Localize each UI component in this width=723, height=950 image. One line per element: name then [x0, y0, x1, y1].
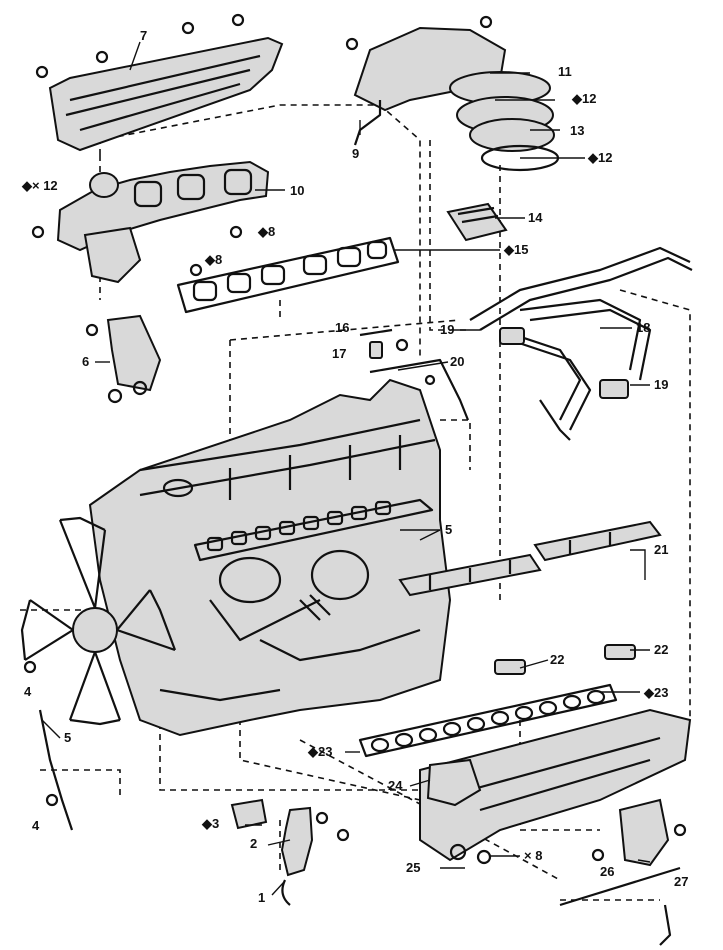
callout-12b: ◆12	[587, 150, 612, 165]
fuel-rail-parts-16-20	[359, 328, 470, 421]
callout-22b: 22	[654, 642, 668, 657]
injection-lines-part-18	[469, 246, 693, 441]
callout-14: 14	[528, 210, 543, 225]
callout-20: 20	[450, 354, 464, 369]
callout-3: ◆3	[201, 816, 219, 831]
callout-11: 11	[558, 64, 572, 79]
intake-elbow-parts-11-13	[345, 15, 560, 172]
callout-26: 26	[600, 864, 614, 879]
callout-7: 7	[140, 28, 147, 43]
cylinder-head-ports	[206, 500, 392, 552]
water-outlet-parts-1-5	[23, 660, 350, 906]
throttle-linkage-parts-24-27	[426, 758, 687, 946]
heat-shield-part-7	[35, 13, 284, 152]
callout-16: 16	[335, 320, 349, 335]
callout-27: 27	[674, 874, 688, 889]
intake-manifold-part-23	[358, 644, 692, 862]
callout-4b: 4	[32, 818, 40, 833]
callout-17: 17	[332, 346, 346, 361]
callout-23a: ◆23	[643, 685, 668, 700]
clip-part-14	[446, 202, 508, 242]
callout-15: ◆15	[503, 242, 528, 257]
callout-22a: 22	[550, 652, 564, 667]
gasket-port-ring	[370, 689, 606, 753]
callout-10: 10	[290, 183, 304, 198]
callout-13: 13	[570, 123, 584, 138]
bracket-part-6	[85, 314, 162, 404]
callout-19b: 19	[654, 377, 668, 392]
callout-leaders	[41, 41, 651, 896]
callout-12-x12: ◆× 12	[21, 178, 58, 193]
callout-1: 1	[258, 890, 265, 905]
callout-6: 6	[82, 354, 89, 369]
callout-8b: ◆8	[204, 252, 222, 267]
callout-5b: 5	[64, 730, 71, 745]
callout-5a: 5	[445, 522, 452, 537]
callout-21: 21	[654, 542, 668, 557]
cooling-fan	[20, 516, 177, 726]
callout-23b: ◆23	[307, 744, 332, 759]
exhaust-manifold-part-10	[31, 160, 270, 284]
callout-25: 25	[406, 860, 420, 875]
callout-24: 24	[388, 778, 403, 793]
callout-8a: ◆8	[257, 224, 275, 239]
callout-18: 18	[636, 320, 650, 335]
manifold-gasket-part-15	[176, 236, 400, 314]
callout-labels: 7 10 ◆× 12 11 ◆12 13 ◆12 9 14 ◆8 ◆8 ◆15 …	[21, 28, 688, 905]
callout-4a: 4	[24, 684, 32, 699]
engine-block	[88, 378, 452, 737]
callout-9: 9	[352, 146, 359, 161]
callout-2: 2	[250, 836, 257, 851]
callout-12a: ◆12	[571, 91, 596, 106]
rail-covers-part-21	[398, 520, 662, 597]
callout-19a: 19	[440, 322, 454, 337]
callout-8c: × 8	[524, 848, 542, 863]
